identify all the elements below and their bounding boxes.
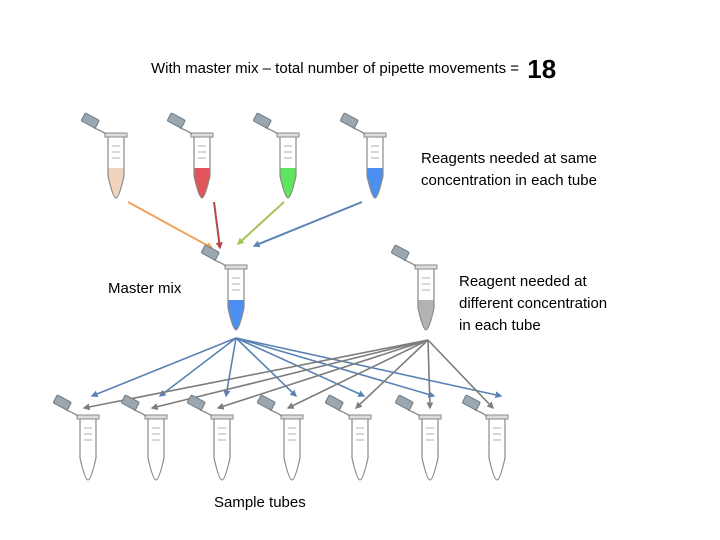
sample-tube-1	[53, 394, 100, 481]
arrow-master-to-sample-7	[235, 337, 503, 399]
arrow-master-to-sample-6	[235, 337, 436, 398]
arrow-master-to-sample-1	[90, 337, 237, 398]
arrow-master-to-sample-5	[235, 337, 366, 397]
arrow-layer	[82, 201, 503, 411]
arrow-gray-to-sample-4	[286, 339, 429, 409]
reagents-same-line-2: concentration in each tube	[421, 172, 597, 189]
arrow-gray-to-sample-2	[150, 339, 429, 411]
reagent-tube-green	[253, 112, 300, 199]
reagent-different-line-3: in each tube	[459, 317, 541, 334]
arrow-gray-to-sample-7	[427, 339, 494, 410]
header-text: With master mix – total number of pipett…	[151, 60, 520, 78]
sample-tubes-label: Sample tubes	[214, 494, 306, 511]
sample-tube-3	[187, 394, 234, 481]
sample-tube-7	[462, 394, 509, 481]
sample-tube-6	[395, 394, 442, 481]
tube-layer	[53, 112, 509, 481]
reagent-tube-beige	[81, 112, 128, 199]
reagents-same-label: Reagents needed at same concentration in…	[421, 148, 597, 192]
reagent-different-line-1: Reagent needed at	[459, 273, 587, 290]
master-mix-label: Master mix	[108, 280, 182, 297]
reagent-different-label: Reagent needed at different concentratio…	[459, 271, 607, 337]
reagent-tube-red	[167, 112, 214, 199]
sample-tube-4	[257, 394, 304, 481]
arrow-reagent-4-to-master	[252, 201, 363, 248]
arrow-gray-to-sample-1	[82, 339, 429, 411]
arrow-gray-to-sample-5	[354, 339, 429, 409]
arrow-reagent-3-to-master	[236, 201, 285, 245]
arrow-reagent-1-to-master	[127, 201, 214, 249]
pipette-count: 18	[527, 54, 557, 85]
sample-tube-2	[121, 394, 168, 481]
arrow-master-to-sample-3	[223, 337, 237, 398]
sample-tube-5	[325, 394, 372, 481]
master-mix-tube	[201, 244, 248, 331]
arrow-master-to-sample-2	[158, 337, 237, 397]
reagents-same-line-1: Reagents needed at same	[421, 150, 597, 167]
reagent-tube-blue	[340, 112, 387, 199]
arrow-gray-to-sample-3	[216, 339, 429, 410]
reagent-different-line-2: different concentration	[459, 295, 608, 312]
gray-reagent-tube	[391, 244, 438, 331]
arrow-reagent-2-to-master	[213, 201, 223, 250]
arrow-gray-to-sample-6	[426, 339, 434, 410]
header: With master mix – total number of pipett…	[151, 56, 556, 82]
